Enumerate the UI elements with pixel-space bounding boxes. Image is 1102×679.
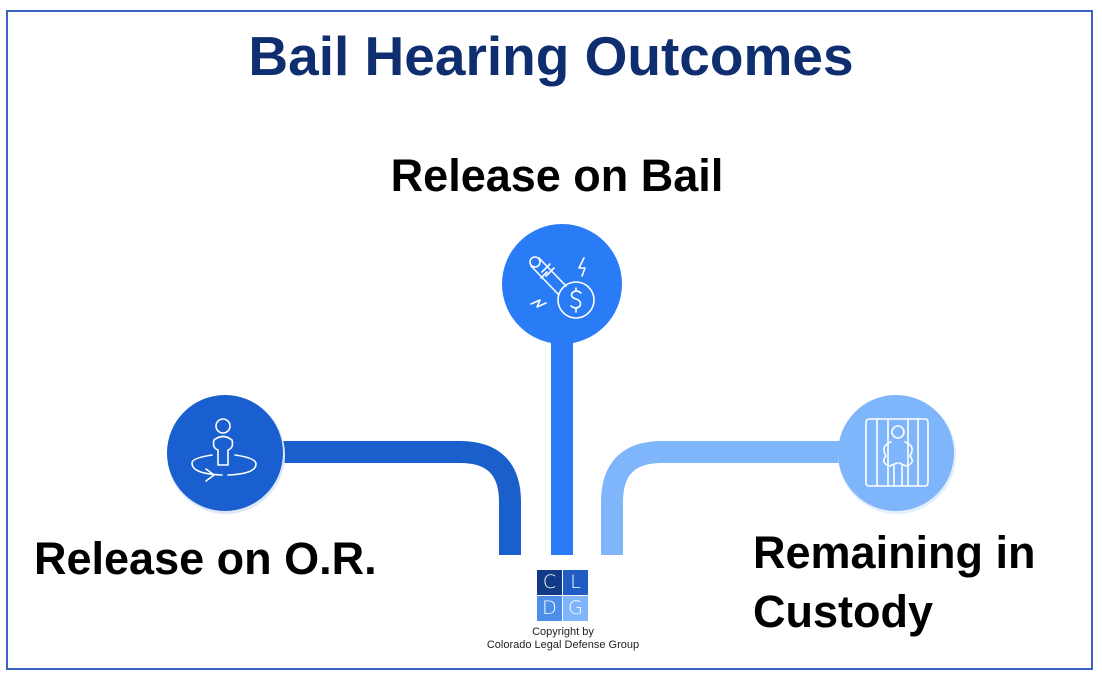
outcome-node-custody [838, 395, 956, 514]
logo-cell-c: C [537, 570, 562, 595]
outcome-label-or: Release on O.R. [34, 533, 377, 584]
copyright-line2: Colorado Legal Defense Group [486, 639, 640, 651]
logo-cell-d: D [537, 596, 562, 621]
outcome-label-custody: Remaining in Custody [753, 523, 1036, 641]
prisoner-bars-icon [865, 418, 929, 487]
cldg-logo: C L D G [537, 570, 589, 621]
outcome-node-bail [502, 224, 622, 344]
copyright-line1: Copyright by [532, 626, 594, 638]
logo-cell-g: G [563, 596, 588, 621]
connector-bail [551, 340, 573, 555]
page-title: Bail Hearing Outcomes [248, 25, 854, 87]
slide-frame [6, 10, 1093, 670]
outcome-label-custody-line2: Custody [753, 586, 933, 637]
outcome-label-custody-line1: Remaining in [753, 527, 1036, 578]
logo-cell-l: L [563, 570, 588, 595]
copyright-notice: Copyright by Colorado Legal Defense Grou… [448, 626, 678, 652]
connector-custody [601, 441, 842, 555]
outcome-label-bail: Release on Bail [390, 150, 724, 201]
outcome-node-or [167, 395, 285, 514]
gavel-dollar-icon [529, 256, 595, 319]
person-turnaround-icon [191, 418, 257, 482]
connector-or [280, 441, 521, 555]
